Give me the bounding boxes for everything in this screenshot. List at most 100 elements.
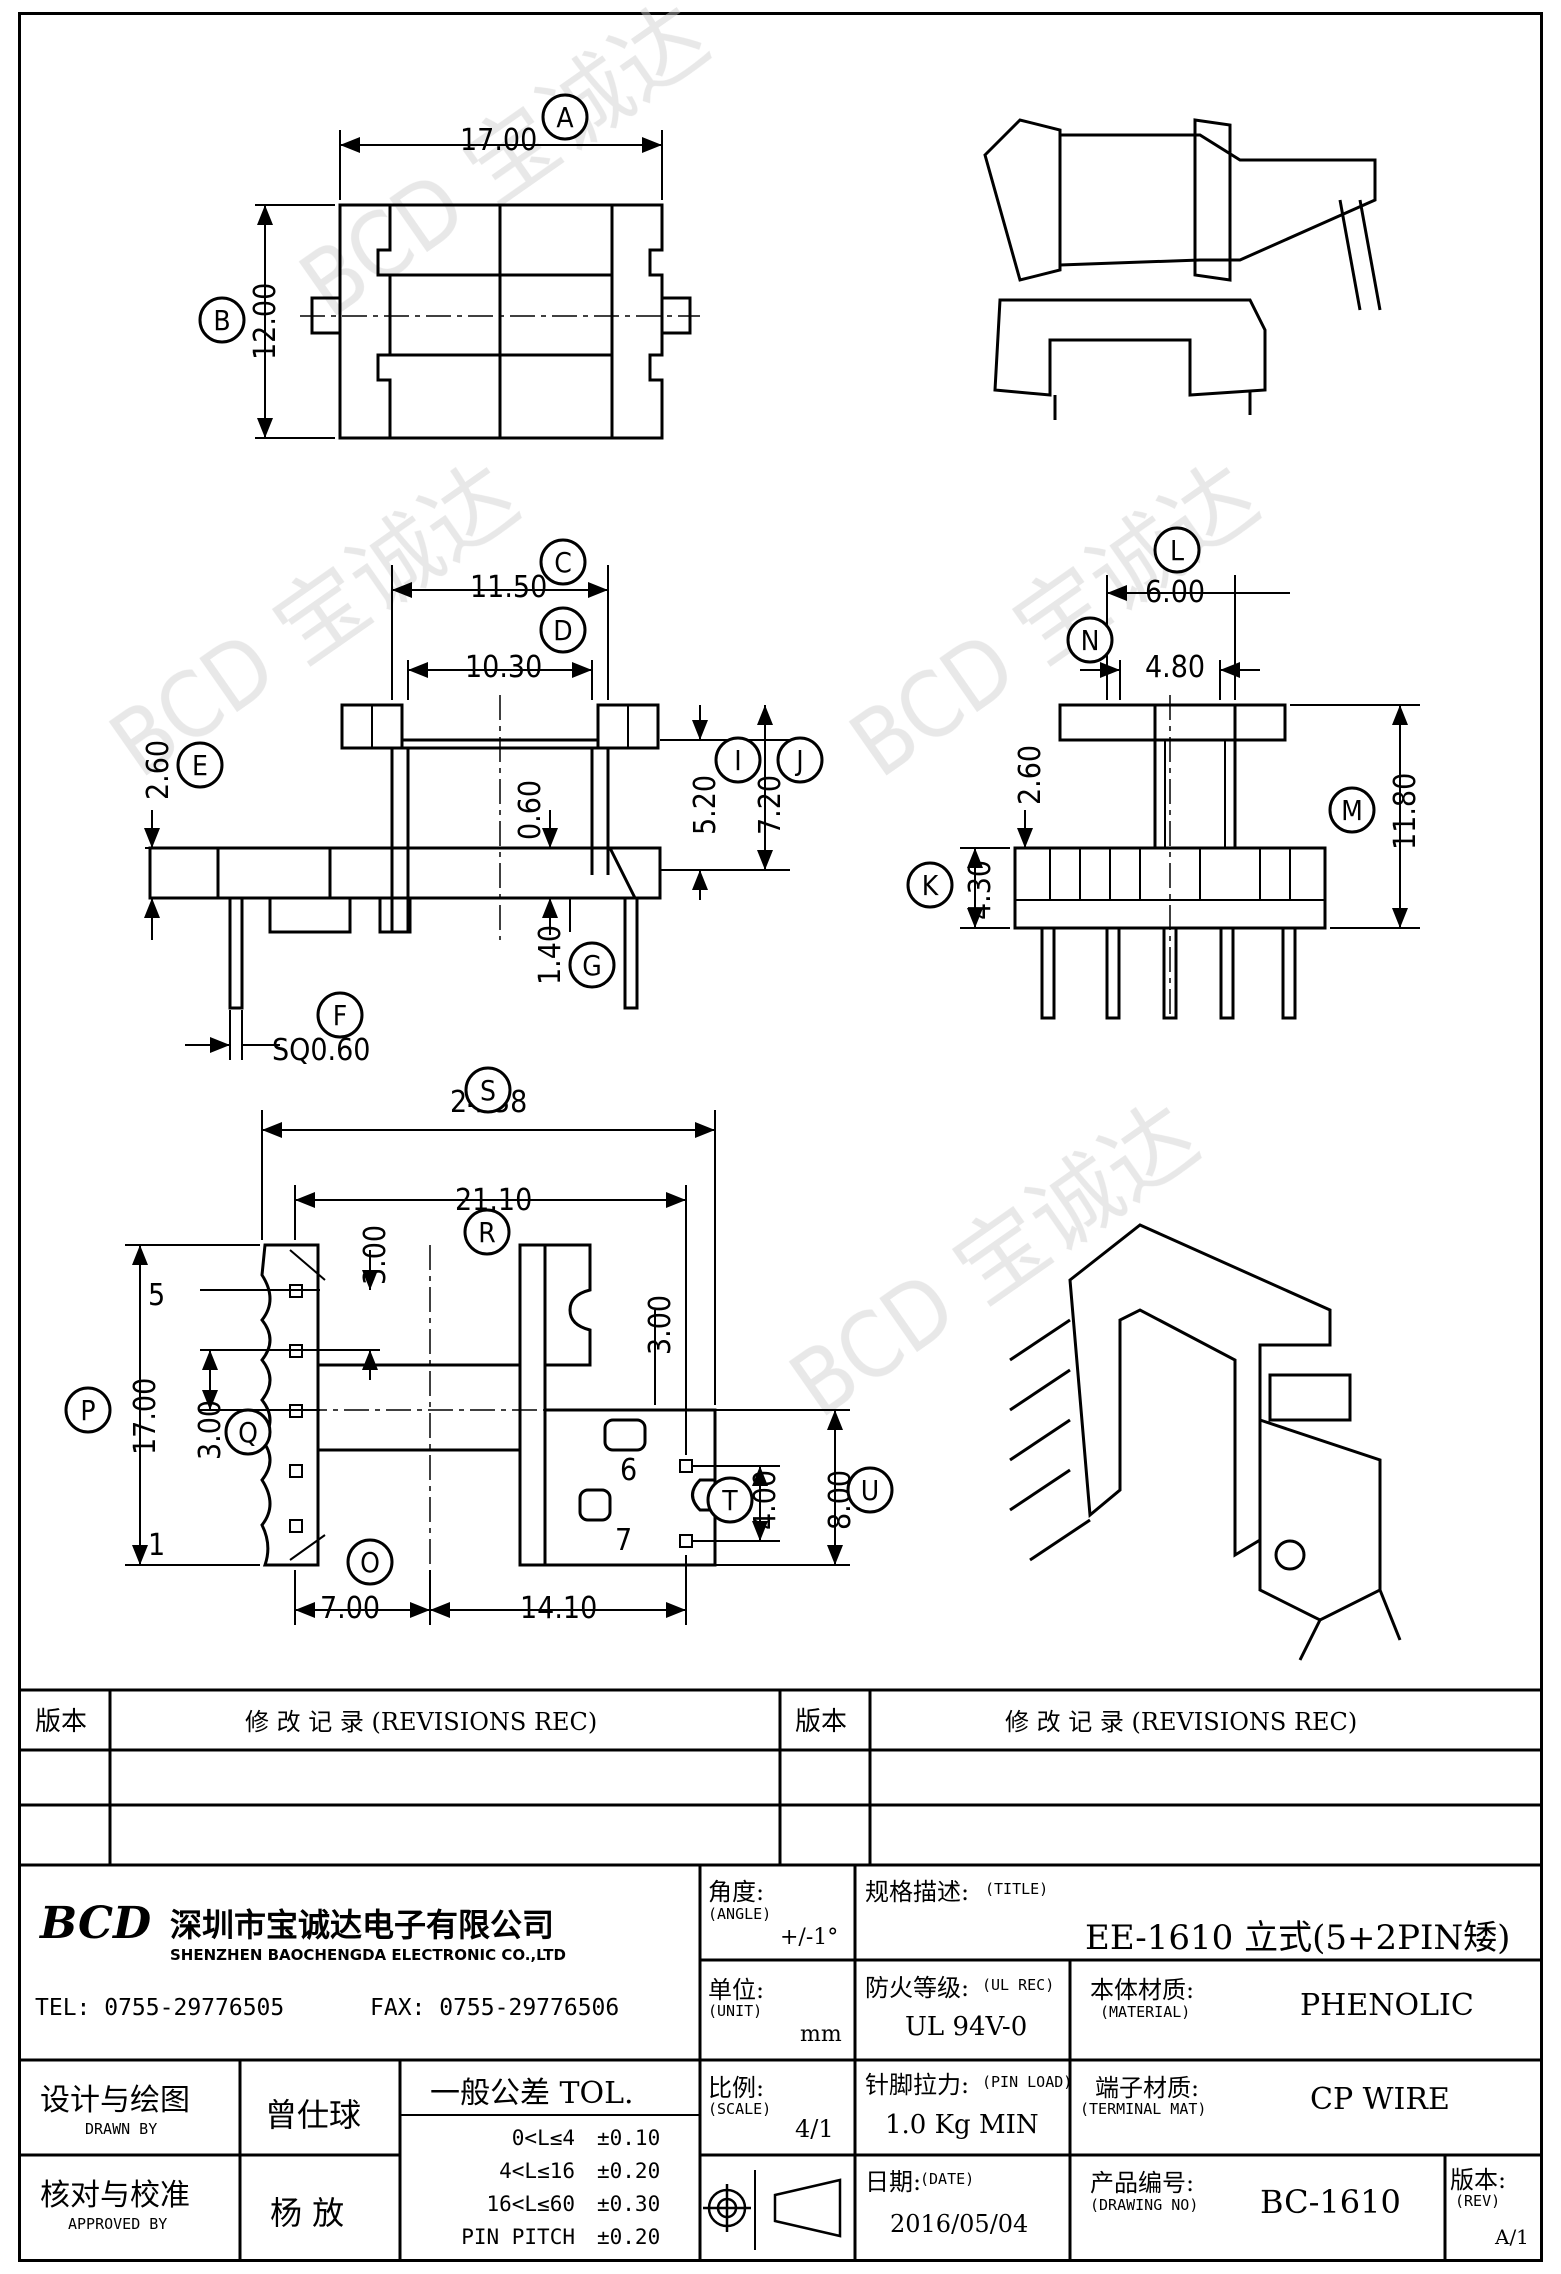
dim-p-text: 17.00 bbox=[128, 1378, 163, 1455]
company-name-cn: 深圳市宝诚达电子有限公司 bbox=[170, 1906, 555, 1944]
balloon-c bbox=[539, 538, 587, 586]
angle-en: (ANGLE) bbox=[708, 1905, 772, 1923]
company-logo: BCD bbox=[40, 1898, 152, 1949]
pin-label-1: 1 bbox=[148, 1528, 165, 1563]
balloon-p bbox=[64, 1386, 112, 1434]
balloon-l bbox=[1153, 526, 1201, 574]
balloon-q bbox=[224, 1408, 272, 1456]
tolerance-range: PIN PITCH bbox=[461, 2225, 575, 2249]
tolerance-value: ±0.20 bbox=[597, 2159, 661, 2183]
material-en: (MATERIAL) bbox=[1100, 2003, 1191, 2021]
isometric-view-bottom bbox=[1009, 1223, 1402, 1661]
balloon-d bbox=[539, 606, 587, 654]
projection-symbol bbox=[703, 2178, 842, 2238]
dim-l-text: 6.00 bbox=[1145, 575, 1205, 610]
balloon-r-text: R bbox=[478, 1216, 496, 1249]
dim-i-text: 5.20 bbox=[688, 775, 723, 835]
balloon-n-text: N bbox=[1081, 624, 1100, 657]
terminal-label: 端子材质: bbox=[1095, 2074, 1200, 2102]
drawn-by-en: DRAWN BY bbox=[85, 2120, 158, 2138]
date-value: 2016/05/04 bbox=[890, 2210, 1029, 2238]
dim-pitch-top-text: 3.00 bbox=[358, 1225, 393, 1285]
balloon-o bbox=[346, 1538, 394, 1586]
balloon-j-text: J bbox=[794, 744, 803, 777]
tolerance-row: 16<L≤60±0.30 bbox=[410, 2188, 695, 2221]
dim-b-text: 12.00 bbox=[248, 283, 283, 360]
dim-o-text: 7.00 bbox=[320, 1591, 380, 1626]
pin-load-en: (PIN LOAD) bbox=[982, 2073, 1073, 2091]
unit-en: (UNIT) bbox=[708, 2002, 763, 2020]
balloon-e bbox=[176, 741, 224, 789]
balloon-b bbox=[198, 296, 246, 344]
dim-k1-text: 2.60 bbox=[1013, 745, 1048, 805]
drawing-no-en: (DRAWING NO) bbox=[1090, 2196, 1199, 2214]
balloon-f-text: F bbox=[333, 999, 348, 1032]
pin-load-value: 1.0 Kg MIN bbox=[885, 2110, 1039, 2140]
tolerance-row: PIN PITCH±0.20 bbox=[410, 2221, 695, 2254]
rev-value: A/1 bbox=[1495, 2225, 1529, 2249]
title-block-grid bbox=[18, 1865, 1543, 2262]
company-name-en: SHENZHEN BAOCHENGDA ELECTRONIC CO.,LTD bbox=[170, 1946, 566, 1964]
date-en: (DATE) bbox=[920, 2170, 975, 2188]
svg-text:BCD 宝诚达: BCD 宝诚达 bbox=[772, 1083, 1216, 1438]
terminal-en: (TERMINAL MAT) bbox=[1080, 2100, 1207, 2118]
company-fax: FAX: 0755-29776506 bbox=[370, 1995, 620, 2021]
rec-left-label: 修 改 记 录 (REVISIONS REC) bbox=[245, 1708, 597, 1736]
svg-text:BCD 宝诚达: BCD 宝诚达 bbox=[282, 0, 726, 338]
dim-o2-text: 14.10 bbox=[520, 1591, 597, 1626]
dim-m-text: 11.80 bbox=[1388, 773, 1423, 850]
rev-left-label: 版本 bbox=[35, 1707, 87, 1737]
balloon-a-text: A bbox=[556, 101, 574, 134]
rec-right-label: 修 改 记 录 (REVISIONS REC) bbox=[1005, 1708, 1357, 1736]
ul-en: (UL REC) bbox=[982, 1976, 1055, 1994]
balloon-k bbox=[906, 861, 954, 909]
balloon-g bbox=[568, 941, 616, 989]
balloon-u bbox=[846, 1466, 894, 1514]
rev-label: 版本: bbox=[1450, 2166, 1507, 2194]
dim-k2-text: 4.30 bbox=[963, 860, 998, 920]
dim-a-text: 17.00 bbox=[460, 123, 537, 158]
tolerance-title: 一般公差 TOL. bbox=[430, 2076, 634, 2111]
balloon-t-text: T bbox=[721, 1484, 738, 1517]
balloon-r bbox=[463, 1208, 511, 1256]
isometric-view-top bbox=[983, 118, 1382, 420]
balloon-t bbox=[706, 1476, 754, 1524]
unit-label: 单位: bbox=[708, 1976, 765, 2004]
balloon-a bbox=[541, 93, 589, 141]
tolerance-range: 16<L≤60 bbox=[486, 2192, 575, 2216]
pin-load-label: 针脚拉力: bbox=[865, 2071, 970, 2099]
balloon-j bbox=[776, 736, 824, 784]
scale-en: (SCALE) bbox=[708, 2100, 772, 2118]
ul-value: UL 94V-0 bbox=[905, 2012, 1028, 2042]
unit-value: mm bbox=[800, 2022, 842, 2047]
dim-d-text: 10.30 bbox=[465, 650, 542, 685]
dim-h-text: 0.60 bbox=[513, 780, 548, 840]
tolerance-range: 4<L≤16 bbox=[499, 2159, 575, 2183]
balloon-i-text: I bbox=[734, 744, 741, 777]
scale-label: 比例: bbox=[708, 2074, 765, 2102]
balloon-u-text: U bbox=[861, 1474, 879, 1507]
drawing-no-label: 产品编号: bbox=[1090, 2169, 1195, 2197]
date-label: 日期: bbox=[865, 2168, 922, 2196]
balloon-m bbox=[1328, 786, 1376, 834]
dim-pitch-right-text: 3.00 bbox=[643, 1295, 678, 1355]
terminal-value: CP WIRE bbox=[1310, 2082, 1450, 2117]
company-tel: TEL: 0755-29776505 bbox=[35, 1995, 285, 2021]
drawing-no-value: BC-1610 bbox=[1260, 2183, 1401, 2221]
dim-n-text: 4.80 bbox=[1145, 650, 1205, 685]
balloon-l-text: L bbox=[1170, 534, 1184, 567]
material-value: PHENOLIC bbox=[1300, 1988, 1474, 2023]
dim-c-text: 11.50 bbox=[470, 570, 547, 605]
tolerance-row: 0<L≤4±0.10 bbox=[410, 2122, 695, 2155]
dim-q-text: 3.00 bbox=[193, 1400, 228, 1460]
ul-label: 防火等级: bbox=[865, 1974, 970, 2002]
balloon-q-text: Q bbox=[238, 1416, 258, 1449]
approved-by-value: 杨 放 bbox=[270, 2194, 345, 2232]
top-view: 17.00 12.00 bbox=[248, 123, 700, 440]
approved-by-label: 核对与校准 bbox=[40, 2178, 190, 2213]
title-value: EE-1610 立式(5+2PIN矮) bbox=[1085, 1918, 1511, 1958]
rev-en: (REV) bbox=[1455, 2192, 1501, 2210]
balloon-p-text: P bbox=[80, 1394, 95, 1427]
watermark: BCD 宝诚达 BCD 宝诚达 BCD 宝诚达 BCD 宝诚达 bbox=[92, 0, 1276, 1438]
